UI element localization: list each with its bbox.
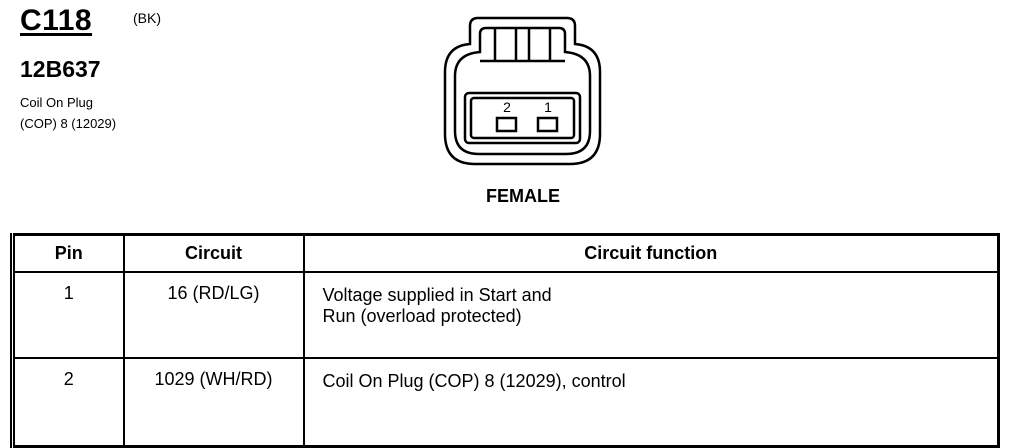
pin-cell: 2 bbox=[10, 357, 125, 448]
connector-id: C118 bbox=[20, 4, 93, 37]
connector-inner-housing bbox=[453, 26, 592, 156]
circuit-function-line: Run (overload protected) bbox=[322, 306, 522, 326]
part-number: 12B637 bbox=[20, 56, 101, 82]
table-row: 2 1029 (WH/RD) Coil On Plug (COP) 8 (120… bbox=[10, 357, 1000, 448]
table-header-row: Pin Circuit Circuit function bbox=[10, 233, 1000, 273]
circuit-function-cell: Voltage supplied in Start and Run (overl… bbox=[302, 271, 1000, 359]
header-circuit-function: Circuit function bbox=[302, 233, 1000, 273]
pin-2-terminal bbox=[495, 116, 518, 133]
description-line-1: Coil On Plug bbox=[20, 95, 93, 110]
header-pin: Pin bbox=[10, 233, 125, 273]
circuit-function-line: Coil On Plug (COP) 8 (12029), control bbox=[322, 371, 626, 391]
description-line-2: (COP) 8 (12029) bbox=[20, 116, 117, 131]
pin-2-label: 2 bbox=[503, 99, 511, 115]
circuit-cell: 16 (RD/LG) bbox=[122, 271, 305, 359]
pin-1-label: 1 bbox=[544, 99, 552, 115]
circuit-function-line: Voltage supplied in Start and bbox=[322, 285, 552, 305]
circuit-cell: 1029 (WH/RD) bbox=[122, 357, 305, 448]
connector-gender-label: FEMALE bbox=[486, 186, 560, 206]
connector-color-code: (BK) bbox=[133, 10, 161, 26]
pin-table: Pin Circuit Circuit function 1 16 (RD/LG… bbox=[10, 233, 1000, 448]
header-circuit: Circuit bbox=[122, 233, 305, 273]
pin-cavity-frame-inner bbox=[469, 96, 576, 140]
circuit-function-cell: Coil On Plug (COP) 8 (12029), control bbox=[302, 357, 1000, 448]
pin-cavity-frame bbox=[463, 91, 582, 145]
pin-1-terminal bbox=[536, 116, 559, 133]
connector-face-diagram: 2 1 bbox=[443, 16, 602, 166]
pin-cell: 1 bbox=[10, 271, 125, 359]
connector-outer-housing bbox=[443, 16, 602, 166]
table-row: 1 16 (RD/LG) Voltage supplied in Start a… bbox=[10, 271, 1000, 359]
